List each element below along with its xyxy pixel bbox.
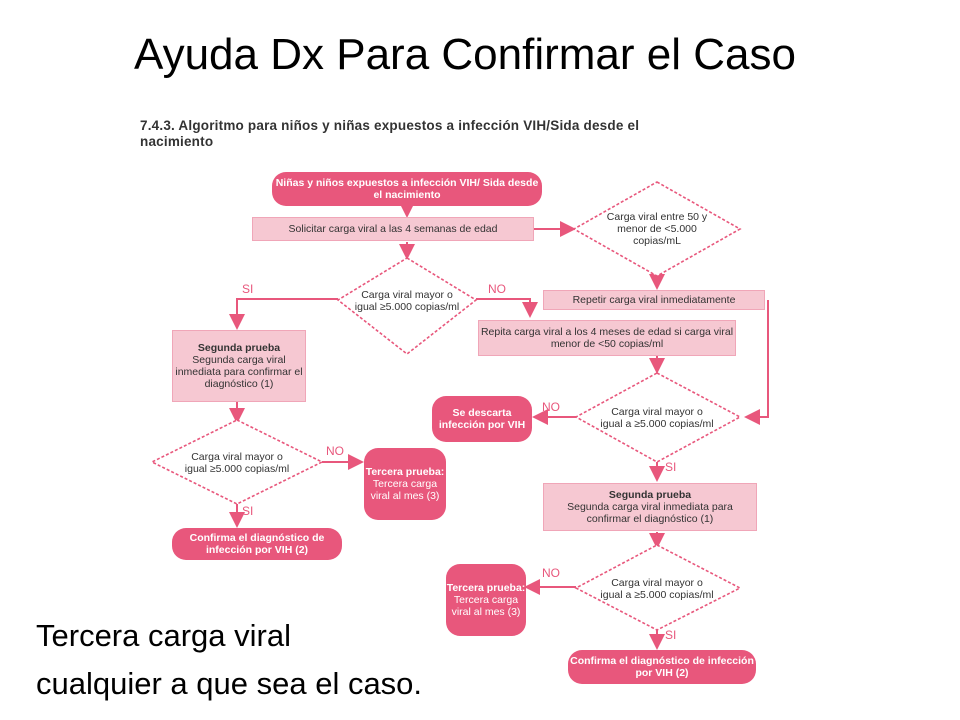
decision-d-right-text: Carga viral entre 50 y menor de <5.000 c… [606, 211, 708, 247]
node-repetir: Repetir carga viral inmediatamente [543, 290, 765, 310]
node-tercera-left: Tercera prueba: Tercera carga viral al m… [364, 448, 446, 520]
segunda-left-title: Segunda prueba [197, 342, 281, 354]
decision-d-mid-shape [574, 372, 742, 463]
tercera-right-body: Tercera carga viral al mes (3) [451, 594, 521, 618]
decision-d-left2-shape [150, 419, 324, 505]
decision-d1-shape [336, 257, 478, 356]
edge-label-si-2: SI [665, 460, 677, 474]
segunda-left-body: Segunda carga viral inmediata para confi… [175, 354, 303, 390]
decision-d-right-shape [572, 181, 742, 277]
node-segunda-left: Segunda prueba Segunda carga viral inmed… [172, 330, 306, 402]
decision-d-low-text: Carga viral mayor o igual a ≥5.000 copia… [600, 577, 714, 601]
decision-d-left2-text: Carga viral mayor o igual ≥5.000 copias/… [184, 451, 290, 475]
edge-label-si-4: SI [665, 628, 677, 642]
edge-label-no-2: NO [542, 400, 560, 414]
subtitle-line-1: 7.4.3. Algoritmo para niños y niñas expu… [140, 118, 640, 133]
tercera-right-title: Tercera prueba: [446, 582, 526, 594]
edge-label-no-1: NO [488, 282, 506, 296]
segunda-right-body: Segunda carga viral inmediata para confi… [567, 501, 733, 525]
node-confirma-left: Confirma el diagnóstico de infección por… [172, 528, 342, 560]
node-solicitar: Solicitar carga viral a las 4 semanas de… [252, 217, 534, 241]
tercera-left-body: Tercera carga viral al mes (3) [370, 478, 440, 502]
decision-d-low-shape [574, 544, 742, 631]
decision-d-mid-text: Carga viral mayor o igual a ≥5.000 copia… [600, 406, 714, 430]
segunda-right-title: Segunda prueba [608, 489, 692, 501]
node-repita: Repita carga viral a los 4 meses de edad… [478, 320, 736, 356]
node-descarta: Se descarta infección por VIH [432, 396, 532, 442]
node-tercera-right: Tercera prueba: Tercera carga viral al m… [446, 564, 526, 636]
diagram-subtitle: 7.4.3. Algoritmo para niños y niñas expu… [140, 118, 860, 150]
tercera-left-title: Tercera prueba: [365, 466, 445, 478]
edge-label-no-3: NO [326, 444, 344, 458]
decision-d1-text: Carga viral mayor o igual ≥5.000 copias/… [354, 289, 460, 313]
slide-title: Ayuda Dx Para Confirmar el Caso [134, 30, 796, 79]
edge-label-si-3: SI [242, 504, 254, 518]
node-segunda-right: Segunda prueba Segunda carga viral inmed… [543, 483, 757, 531]
node-confirma-right: Confirma el diagnóstico de infección por… [568, 650, 756, 684]
edge-label-no-4: NO [542, 566, 560, 580]
edge-label-si-1: SI [242, 282, 254, 296]
subtitle-line-2: nacimiento [140, 134, 214, 149]
node-start: Niñas y niños expuestos a infección VIH/… [272, 172, 542, 206]
slide-bottom-text: Tercera carga viral cualquier a que sea … [36, 612, 422, 708]
bottom-text-line-2: cualquier a que sea el caso. [36, 666, 423, 701]
bottom-text-line-1: Tercera carga viral [36, 618, 291, 653]
